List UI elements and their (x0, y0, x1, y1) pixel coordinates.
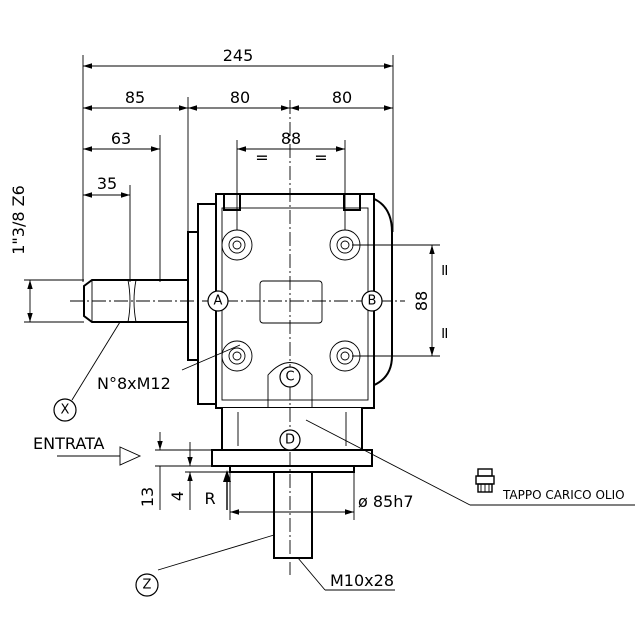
svg-text:D: D (285, 433, 295, 448)
dim-13: 13 (138, 487, 157, 507)
dim-88-right: 88 (412, 291, 431, 311)
dim-35: 35 (97, 174, 117, 193)
bolts-spec: N°8xM12 (97, 374, 171, 393)
svg-text:Z: Z (143, 578, 152, 593)
r-label: R (204, 489, 215, 508)
dim-88-top: 88 (281, 129, 301, 148)
bolt-bottom-left (221, 340, 253, 372)
center-lobe (267, 362, 313, 408)
diameter-spec: ø 85h7 (358, 492, 414, 511)
r-arrow (223, 470, 231, 510)
marker-z: Z (135, 573, 159, 597)
top-lug-left (223, 193, 241, 211)
dim-80-right: 80 (332, 88, 352, 107)
equal-sign-2: = (314, 148, 327, 167)
oil-fill-plug-icon (475, 468, 495, 493)
marker-b: B (361, 290, 383, 312)
entrata-arrow (57, 446, 142, 466)
dimension-lines (27, 63, 435, 515)
dim-85: 85 (125, 88, 145, 107)
fill-plug-label: TAPPO CARICO OLIO (502, 488, 625, 502)
dim-80-left: 80 (230, 88, 250, 107)
marker-a: A (207, 290, 229, 312)
marker-x: X (53, 398, 77, 422)
thread-spec: 1"3/8 Z6 (9, 185, 28, 255)
marker-d: D (279, 429, 301, 451)
entrata-label: ENTRATA (33, 434, 105, 453)
svg-text:C: C (285, 370, 294, 385)
svg-text:B: B (368, 294, 377, 309)
svg-text:A: A (214, 294, 223, 309)
output-flange (211, 449, 373, 467)
screw-spec: M10x28 (330, 571, 394, 590)
marker-c: C (279, 366, 301, 388)
svg-text:X: X (61, 403, 70, 418)
equal-sign-1: = (255, 148, 268, 167)
leader-lines (71, 321, 635, 591)
nameplate (259, 280, 323, 324)
bolt-top-left (221, 229, 253, 261)
top-lug-right (343, 193, 361, 211)
equal-sign-4: = (435, 326, 454, 339)
output-shaft (273, 471, 313, 559)
equal-sign-3: = (435, 263, 454, 276)
dim-4: 4 (168, 491, 187, 501)
dim-245: 245 (223, 46, 254, 65)
dim-63: 63 (111, 129, 131, 148)
